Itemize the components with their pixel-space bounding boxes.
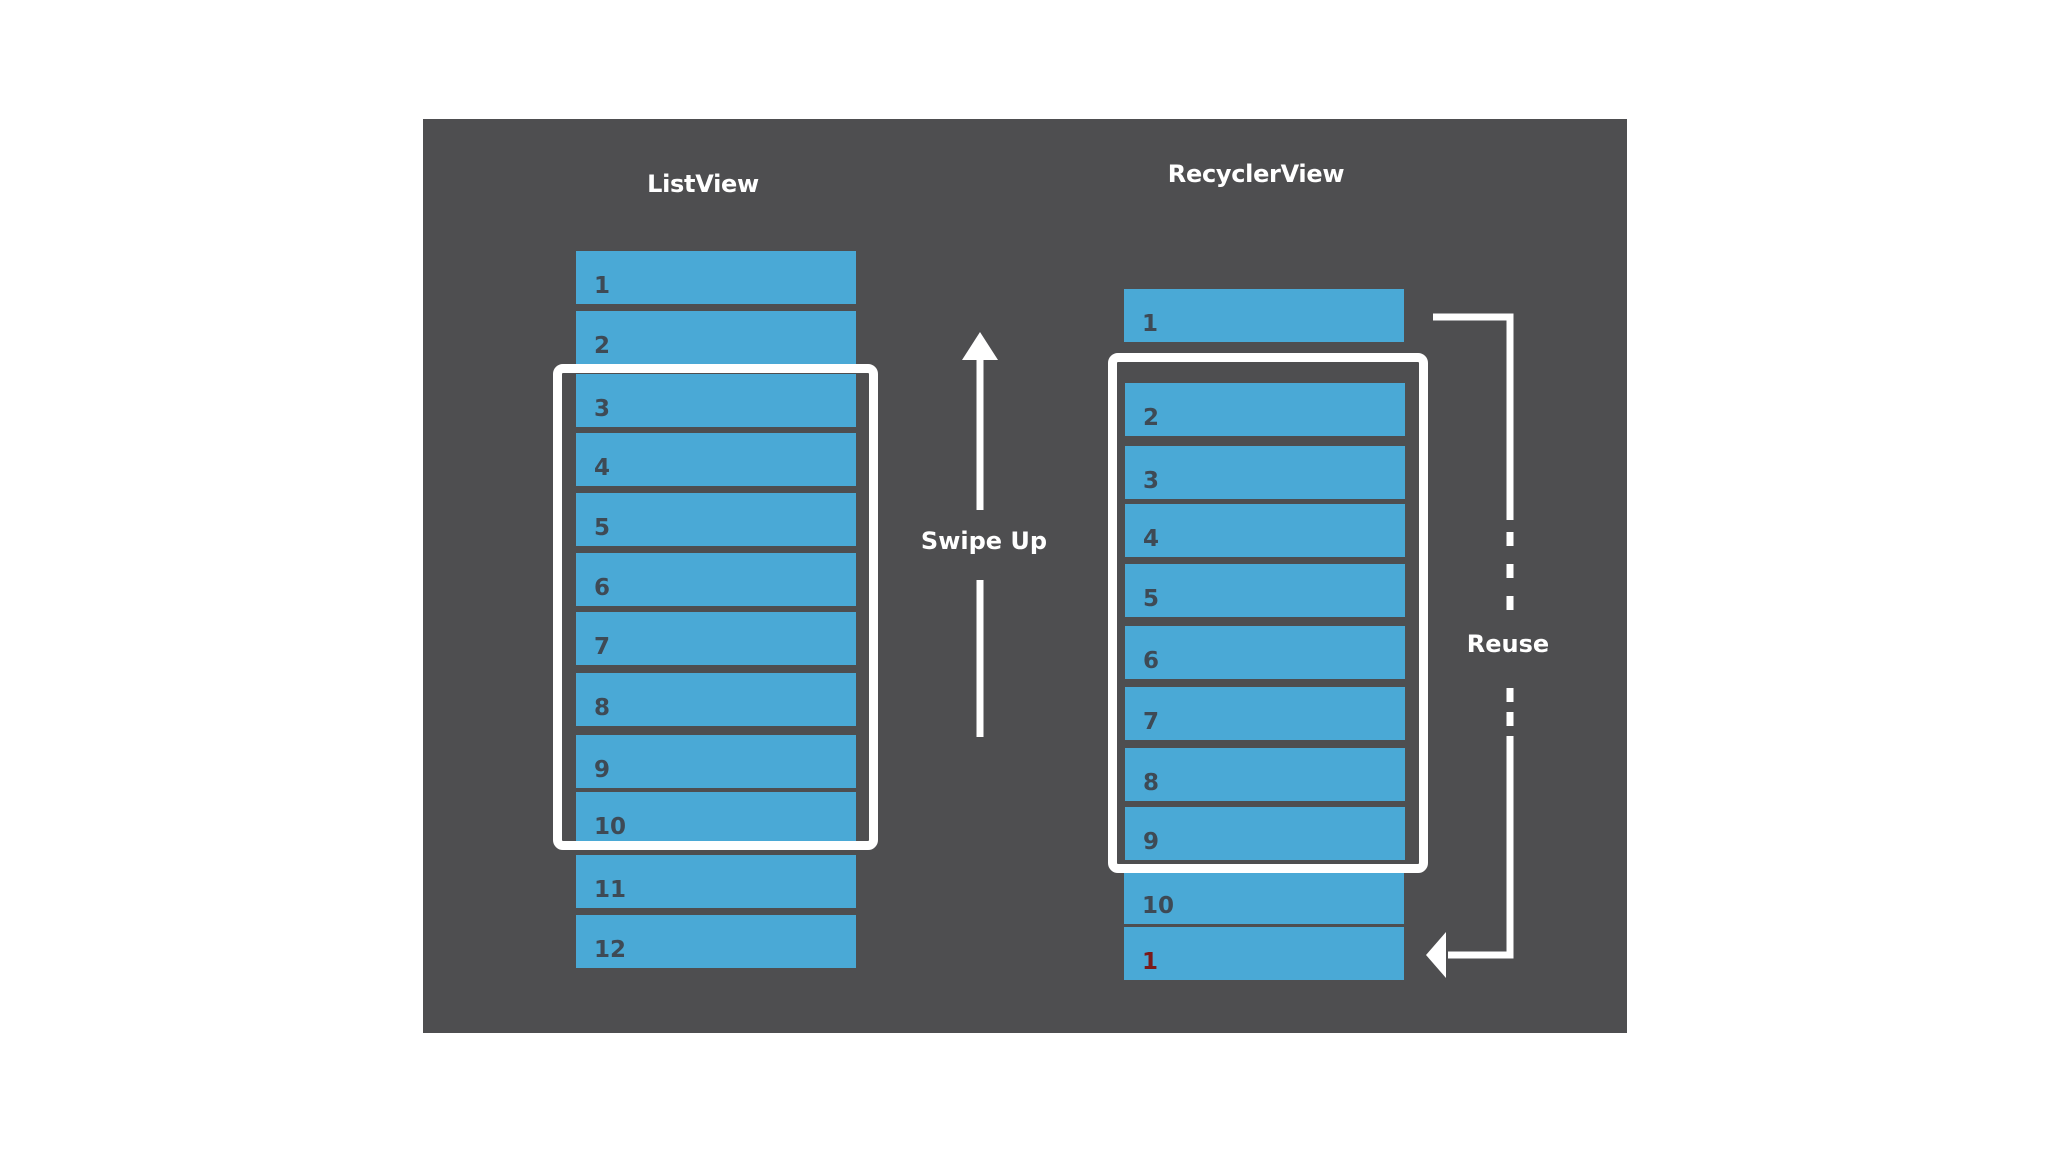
item-number: 1: [1142, 311, 1159, 337]
item-number: 6: [594, 575, 611, 601]
recyclerview-item: 2: [1125, 383, 1405, 436]
item-number: 5: [1143, 586, 1160, 612]
listview-item: 10: [576, 792, 856, 845]
item-number: 7: [1143, 709, 1160, 735]
item-number: 2: [594, 333, 611, 359]
listview-item: 3: [576, 374, 856, 427]
listview-item: 9: [576, 735, 856, 788]
listview-viewport-frame: [553, 364, 878, 850]
recyclerview-title: RecyclerView: [1167, 160, 1345, 188]
item-number: 9: [594, 757, 611, 783]
item-number: 9: [1143, 829, 1160, 855]
item-number: 11: [594, 877, 627, 903]
swipe-up-arrow-icon: [962, 332, 998, 737]
item-number: 8: [594, 695, 611, 721]
recyclerview-item: 6: [1125, 626, 1405, 679]
item-number: 3: [594, 396, 611, 422]
item-number: 10: [1142, 893, 1175, 919]
recyclerview-item: 3: [1125, 446, 1405, 499]
recyclerview-item: 8: [1125, 748, 1405, 801]
reuse-arrow-icon: [1426, 313, 1514, 978]
recyclerview-item: 5: [1125, 564, 1405, 617]
item-number: 1: [1142, 949, 1159, 975]
recyclerview-item: 7: [1125, 687, 1405, 740]
listview-item: 6: [576, 553, 856, 606]
item-number: 6: [1143, 648, 1160, 674]
listview-title: ListView: [647, 170, 759, 198]
listview-item: 11: [576, 855, 856, 908]
reuse-label: Reuse: [1466, 630, 1550, 658]
item-number: 12: [594, 937, 627, 963]
recyclerview-reused-item: 1: [1124, 927, 1404, 980]
recyclerview-item: 9: [1125, 807, 1405, 860]
listview-item: 1: [576, 251, 856, 304]
recyclerview-viewport-frame: [1108, 353, 1428, 873]
listview-item: 12: [576, 915, 856, 968]
listview-item: 2: [576, 311, 856, 364]
listview-item: 5: [576, 493, 856, 546]
recyclerview-item: 10: [1124, 871, 1404, 924]
listview-item: 4: [576, 433, 856, 486]
swipe-up-label: Swipe Up: [920, 527, 1048, 555]
item-number: 5: [594, 515, 611, 541]
item-number: 4: [1143, 526, 1160, 552]
item-number: 10: [594, 814, 627, 840]
listview-item: 8: [576, 673, 856, 726]
item-number: 8: [1143, 770, 1160, 796]
item-number: 2: [1143, 405, 1160, 431]
recyclerview-item: 1: [1124, 289, 1404, 342]
item-number: 1: [594, 273, 611, 299]
recyclerview-item: 4: [1125, 504, 1405, 557]
listview-item: 7: [576, 612, 856, 665]
item-number: 3: [1143, 468, 1160, 494]
item-number: 7: [594, 634, 611, 660]
item-number: 4: [594, 455, 611, 481]
